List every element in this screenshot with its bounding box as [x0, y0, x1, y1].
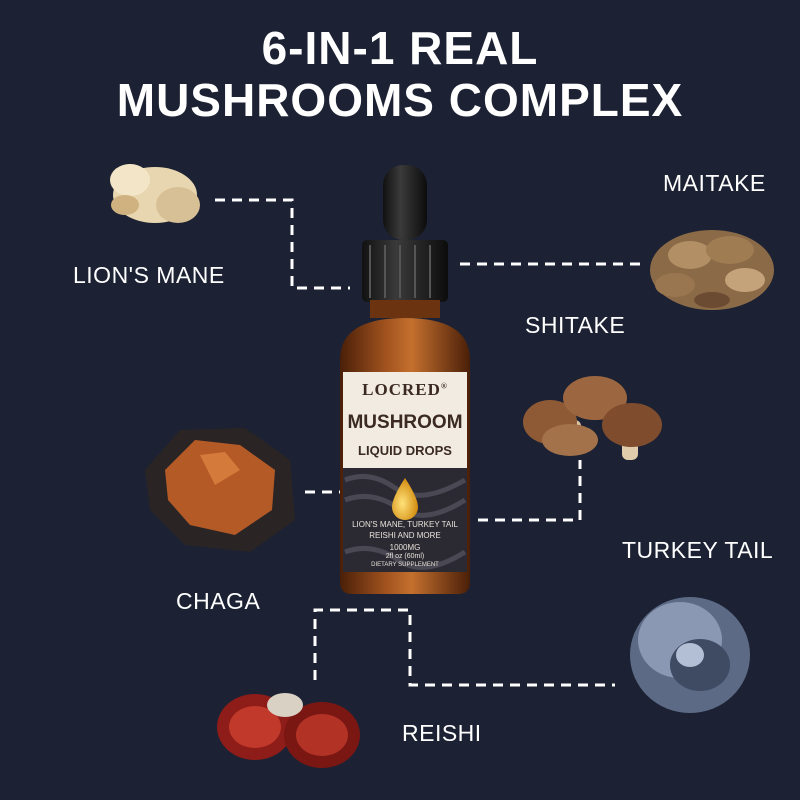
connector-lions-mane: [215, 198, 350, 290]
connector-turkey-tail: [478, 460, 582, 522]
label-chaga: CHAGA: [176, 588, 261, 614]
connector-lines: [215, 198, 640, 687]
oil-drop-icon: [392, 478, 418, 520]
connector-reishi: [313, 608, 615, 687]
lions-mane-mushroom: [110, 164, 200, 223]
maitake-mushroom: [650, 230, 774, 310]
bottle-brand: LOCRED®: [362, 380, 448, 399]
title-line-2: MUSHROOMS COMPLEX: [116, 74, 684, 126]
bottle-ingredients-1: LION'S MANE, TURKEY TAIL: [352, 520, 458, 529]
bottle-volume: 2fl oz (60ml): [385, 553, 425, 560]
bottle-ingredients-2: REISHI AND MORE: [369, 531, 441, 540]
bottle-product-subtitle: LIQUID DROPS: [358, 443, 452, 458]
label-lions-mane: LION'S MANE: [73, 262, 225, 288]
bottle-product-name: MUSHROOM: [347, 412, 463, 433]
bottle-category: DIETARY SUPPLEMENT: [371, 562, 439, 568]
label-shitake: SHITAKE: [525, 312, 626, 338]
reishi-mushroom: [217, 693, 360, 768]
turkey-tail-mushroom: [630, 597, 750, 713]
label-maitake: MAITAKE: [663, 170, 766, 196]
shiitake-mushroom: [523, 376, 662, 460]
bottle-dose: 1000MG: [389, 543, 421, 552]
title-line-1: 6-IN-1 REAL: [261, 22, 539, 74]
label-reishi: REISHI: [402, 720, 482, 746]
product-bottle: [340, 165, 470, 594]
label-turkey-tail: TURKEY TAIL: [622, 537, 774, 563]
chaga-mushroom: [145, 428, 295, 552]
